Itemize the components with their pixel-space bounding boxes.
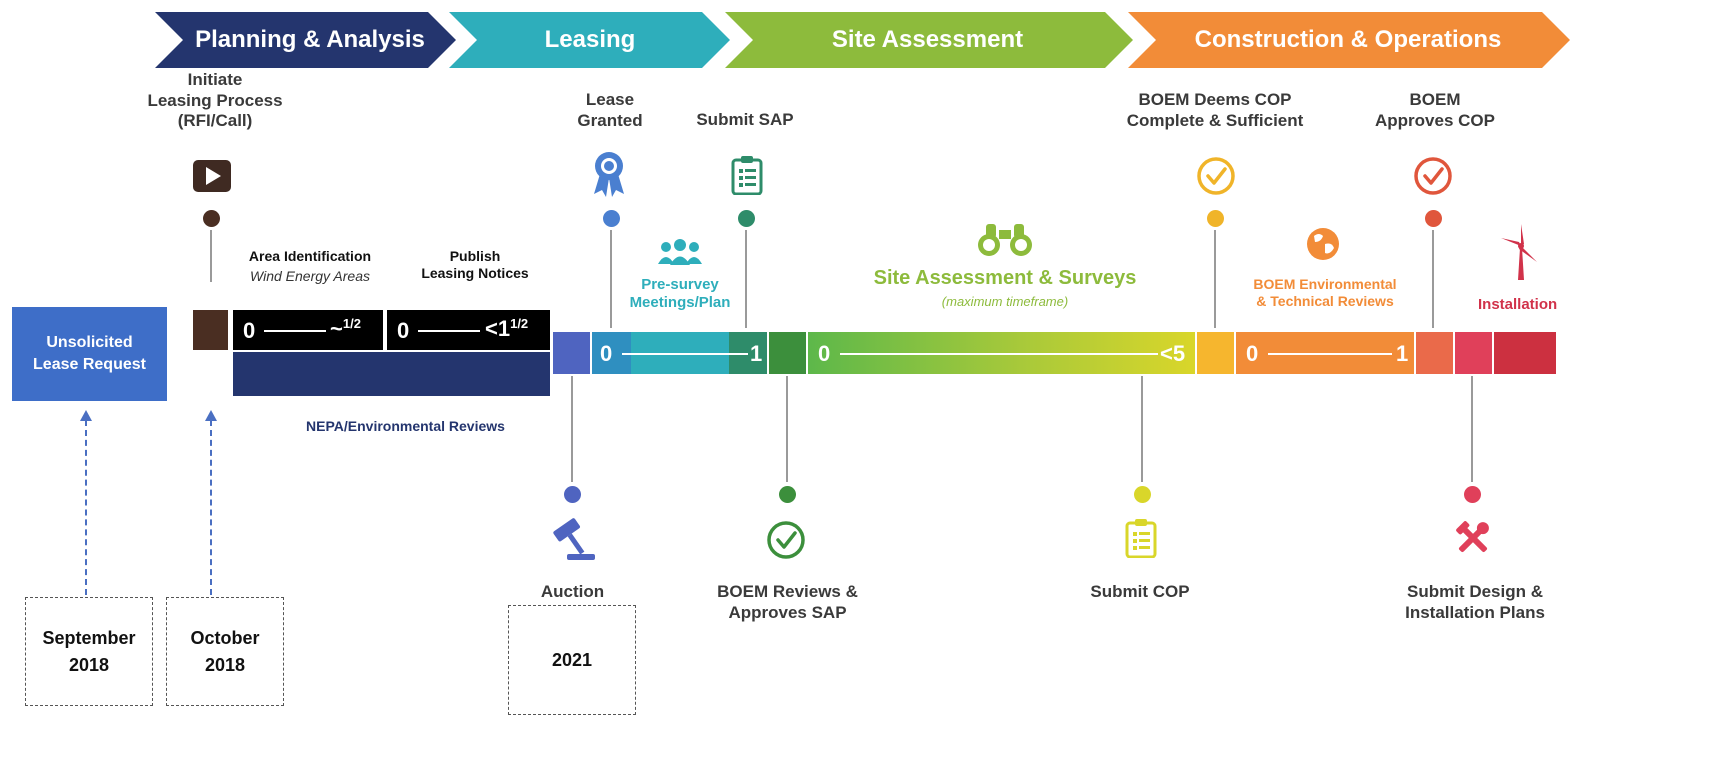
wind-energy-areas-label: Wind Energy Areas <box>250 268 370 284</box>
nepa-reviews-label: NEPA/Environmental Reviews <box>306 418 505 434</box>
notice-duration-start: 0 <box>397 318 410 343</box>
timeline-segment-design-plans <box>1455 332 1492 374</box>
timeline-segment-cop-approved <box>1416 332 1453 374</box>
area-identification-label: Area Identification <box>248 248 372 264</box>
clipboard-icon <box>1125 519 1157 558</box>
ribbon-award-icon <box>594 152 624 197</box>
phase-header <box>155 12 1570 68</box>
nepa-review-bar <box>233 352 550 396</box>
milestone-submit-design-plans: Submit Design & Installation Plans <box>1405 582 1545 622</box>
milestone-dot <box>603 210 620 227</box>
area-duration-end: ~1/2 <box>330 316 361 341</box>
pre-survey-label: Pre-survey Meetings/Plan <box>629 276 731 312</box>
phase-label-leasing: Leasing <box>544 26 636 53</box>
globe-icon <box>1307 228 1339 260</box>
phase-label-planning: Planning & Analysis <box>195 26 425 53</box>
unsolicited-lease-request-label: Unsolicited Lease Request <box>33 333 146 373</box>
area-duration-line <box>264 330 326 332</box>
connector-line <box>1471 376 1473 482</box>
milestone-dot <box>1134 486 1151 503</box>
phase-chevron-construction <box>1128 12 1570 68</box>
checkmark-circle-icon <box>767 521 805 559</box>
milestone-lease-granted: Lease Granted <box>577 90 643 130</box>
notice-duration-line <box>418 330 480 332</box>
milestone-boem-reviews-sap: BOEM Reviews & Approves SAP <box>717 582 858 622</box>
milestone-submit-sap: Submit SAP <box>696 110 794 129</box>
presurvey-duration-line <box>622 353 748 355</box>
milestone-dot <box>564 486 581 503</box>
initiate-bar-segment <box>193 310 228 350</box>
maximum-timeframe-label: (maximum timeframe) <box>941 294 1069 309</box>
milestone-submit-cop: Submit COP <box>1090 582 1190 601</box>
milestone-dot <box>1207 210 1224 227</box>
wind-turbine-icon <box>1501 224 1537 280</box>
connector-line <box>610 230 612 328</box>
milestone-dot <box>1425 210 1442 227</box>
notice-duration-end: <11/2 <box>485 316 529 341</box>
tools-icon <box>1456 521 1489 553</box>
connector-line <box>745 230 747 328</box>
milestone-boem-deems-cop: BOEM Deems COP Complete & Sufficient <box>1126 90 1304 130</box>
site-duration-end: <5 <box>1160 341 1186 366</box>
connector-line <box>1214 230 1216 328</box>
milestone-initiate-leasing: Initiate Leasing Process (RFI/Call) <box>147 70 283 131</box>
env-technical-reviews-label: BOEM Environmental & Technical Reviews <box>1253 276 1397 310</box>
timeline-segment-installation <box>1494 332 1556 374</box>
phase-chevron-planning <box>155 12 456 68</box>
milestone-boem-approves-cop: BOEM Approves COP <box>1375 90 1495 130</box>
phase-label-site-assessment: Site Assessment <box>831 26 1024 53</box>
milestone-dot <box>779 486 796 503</box>
dashed-connector <box>210 420 212 595</box>
milestone-auction: Auction <box>540 582 605 601</box>
env-duration-start: 0 <box>1246 341 1259 366</box>
dashed-connector <box>85 420 87 595</box>
arrow-up-icon <box>80 410 92 421</box>
publish-notices-label: Publish Leasing Notices <box>421 248 529 282</box>
site-duration-start: 0 <box>818 341 831 366</box>
gavel-icon <box>553 518 595 560</box>
play-icon <box>193 160 231 192</box>
connector-line <box>571 376 573 482</box>
people-group-icon <box>658 239 702 265</box>
date-box-september-2018: September 2018 <box>25 597 153 706</box>
presurvey-duration-end: 1 <box>750 341 763 366</box>
checkmark-circle-icon <box>1197 157 1235 195</box>
phase-label-construction: Construction & Operations <box>1194 26 1502 53</box>
milestone-dot <box>1464 486 1481 503</box>
arrow-up-icon <box>205 410 217 421</box>
binoculars-icon <box>978 224 1032 256</box>
presurvey-duration-start: 0 <box>600 341 613 366</box>
phase-chevron-leasing <box>449 12 730 68</box>
checkmark-circle-icon <box>1414 157 1452 195</box>
site-duration-line <box>840 353 1158 355</box>
installation-label: Installation <box>1478 296 1558 313</box>
env-duration-end: 1 <box>1396 341 1409 366</box>
connector-line <box>1432 230 1434 328</box>
unsolicited-lease-request-box: Unsolicited Lease Request <box>12 307 167 401</box>
connector-line <box>210 230 212 282</box>
connector-line <box>1141 376 1143 482</box>
timeline-segment-auction <box>553 332 590 374</box>
site-assessment-surveys-label: Site Assessment & Surveys <box>873 267 1137 289</box>
timeline-segment-sap-review <box>769 332 806 374</box>
date-box-2021: 2021 <box>508 605 636 715</box>
connector-line <box>786 376 788 482</box>
clipboard-icon <box>731 156 763 195</box>
phase-chevron-site-assessment <box>725 12 1133 68</box>
milestone-dot <box>738 210 755 227</box>
date-box-october-2018: October 2018 <box>166 597 284 706</box>
milestone-dot <box>203 210 220 227</box>
timeline-segment-cop-complete <box>1197 332 1234 374</box>
area-duration-start: 0 <box>243 318 256 343</box>
env-duration-line <box>1268 353 1392 355</box>
